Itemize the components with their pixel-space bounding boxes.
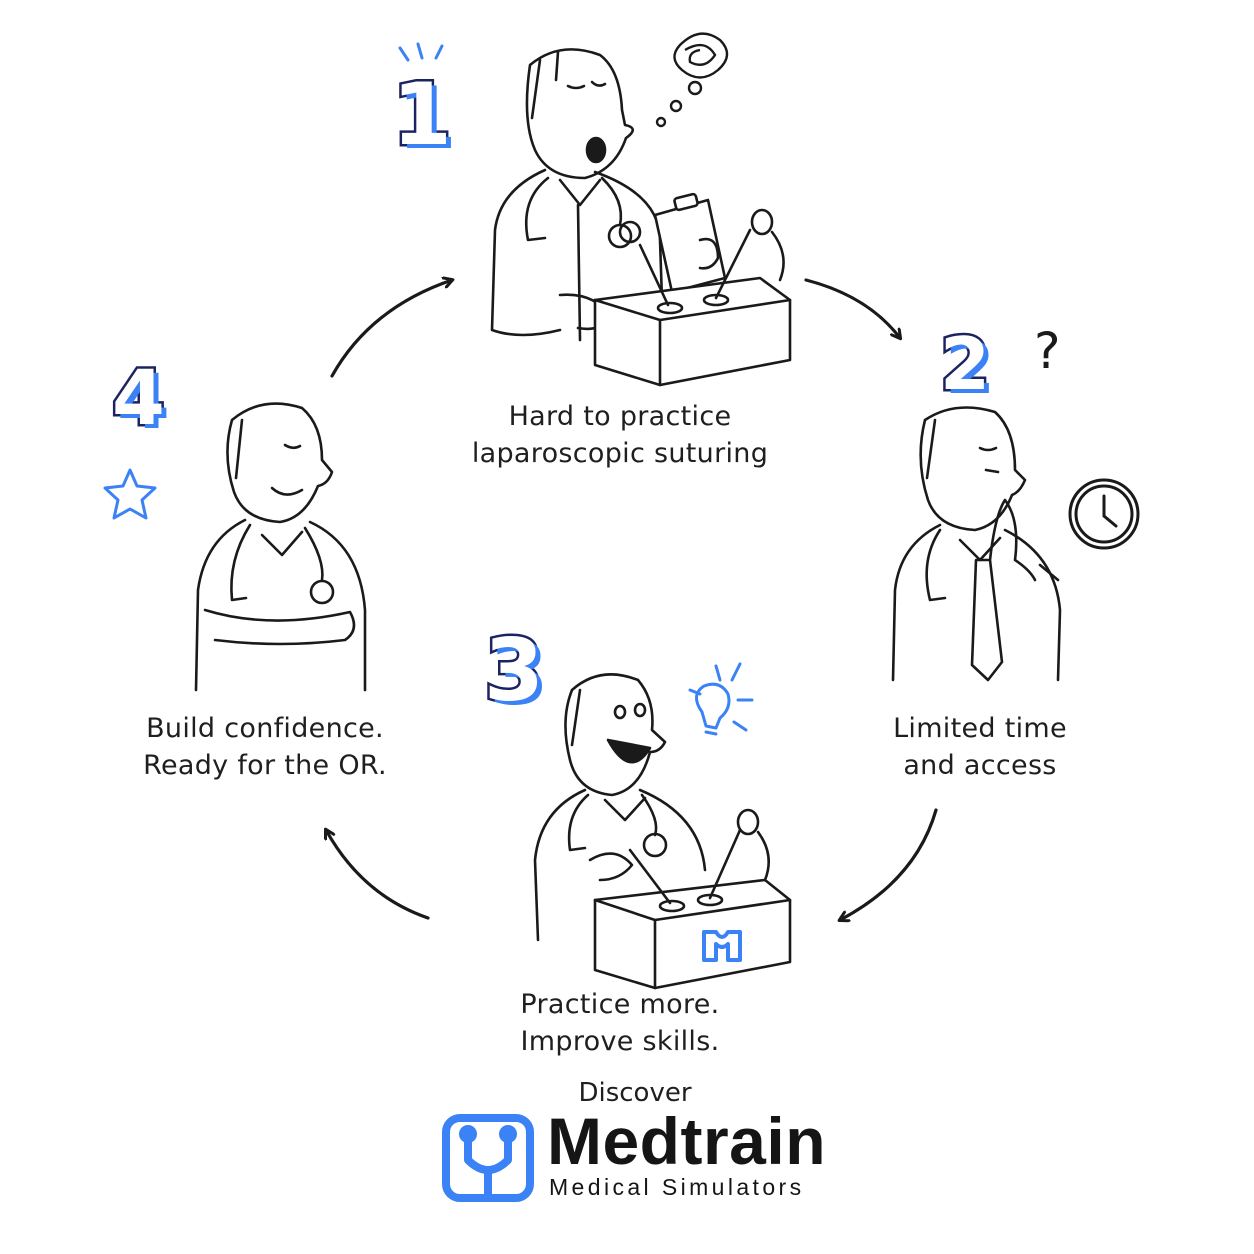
brand-tagline: Medical Simulators [549, 1174, 805, 1200]
step-3-caption: Practice more. Improve skills. [510, 986, 730, 1060]
doctor-2-figure [891, 406, 1062, 682]
arrow-2-to-3 [840, 808, 938, 920]
arrow-3-to-4 [326, 830, 430, 920]
discover-label: Discover [578, 1078, 692, 1108]
step-4-caption: Build confidence. Ready for the OR. [140, 710, 390, 784]
clock-icon [1068, 478, 1140, 550]
doctor-3-figure [533, 673, 792, 990]
step-4-line-1: Build confidence. [146, 713, 384, 744]
brand-name[interactable]: Medtrain [547, 1104, 827, 1178]
step-4-line-2: Ready for the OR. [143, 750, 387, 781]
step-2-number: 2 [937, 322, 992, 406]
lightbulb-icon [688, 662, 754, 736]
arrow-4-to-1 [330, 280, 452, 378]
step1-sparkle [398, 42, 444, 62]
star-icon [103, 468, 157, 520]
step-2-caption: Limited time and access [880, 710, 1080, 784]
step-1-line-1: Hard to practice [508, 401, 732, 432]
question-mark-icon: ? [1034, 322, 1061, 380]
medtrain-logo-icon [442, 1114, 534, 1202]
thought-bubble-icon [655, 32, 729, 128]
step-3-line-2: Improve skills. [520, 1026, 720, 1057]
cycle-arrows [326, 278, 938, 920]
doctor-1-figure [490, 48, 792, 387]
step-3-line-1: Practice more. [520, 989, 720, 1020]
step-3-number: 3 [482, 621, 547, 721]
step-1-number: 1 [390, 65, 455, 165]
step-1-line-2: laparoscopic suturing [471, 438, 769, 469]
step-1-caption: Hard to practice laparoscopic suturing [470, 398, 770, 472]
doctor-4-figure [194, 402, 367, 692]
step-2-line-2: and access [903, 750, 1057, 781]
step-2-line-1: Limited time [893, 713, 1067, 744]
step-4-number: 4 [110, 353, 168, 442]
arrow-1-to-2 [804, 278, 900, 338]
box-logo-icon [702, 930, 742, 962]
